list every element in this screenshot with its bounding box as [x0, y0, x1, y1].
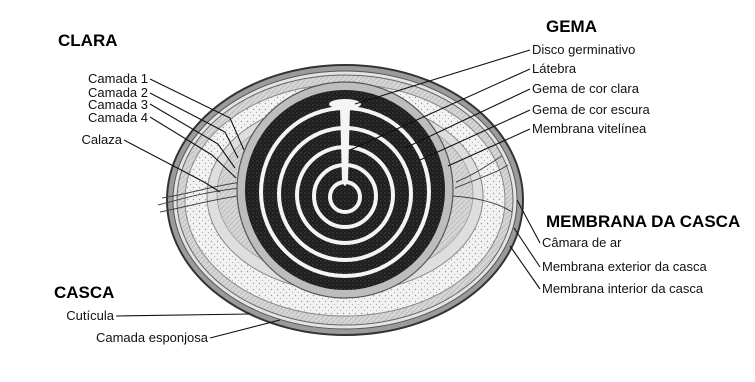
label-membrana-interior: Membrana interior da casca [542, 282, 703, 296]
clara-heading: CLARA [58, 31, 118, 50]
label-latebra: Látebra [532, 62, 576, 76]
label-gema-escura: Gema de cor escura [532, 103, 650, 117]
casca-heading: CASCA [54, 283, 114, 302]
label-membrana-vitelinea: Membrana vitelínea [532, 122, 646, 136]
label-calaza: Calaza [20, 133, 122, 147]
label-camara-de-ar: Câmara de ar [542, 236, 621, 250]
label-cuticula: Cutícula [20, 309, 114, 323]
membrana-heading: MEMBRANA DA CASCA [546, 212, 740, 231]
label-camada-esponjosa: Camada esponjosa [20, 331, 208, 345]
label-membrana-exterior: Membrana exterior da casca [542, 260, 707, 274]
label-gema-clara: Gema de cor clara [532, 82, 639, 96]
label-disco-germinativo: Disco germinativo [532, 43, 635, 57]
gema-heading: GEMA [546, 17, 597, 36]
label-camada-4: Camada 4 [20, 111, 148, 125]
label-camada-1: Camada 1 [20, 72, 148, 86]
